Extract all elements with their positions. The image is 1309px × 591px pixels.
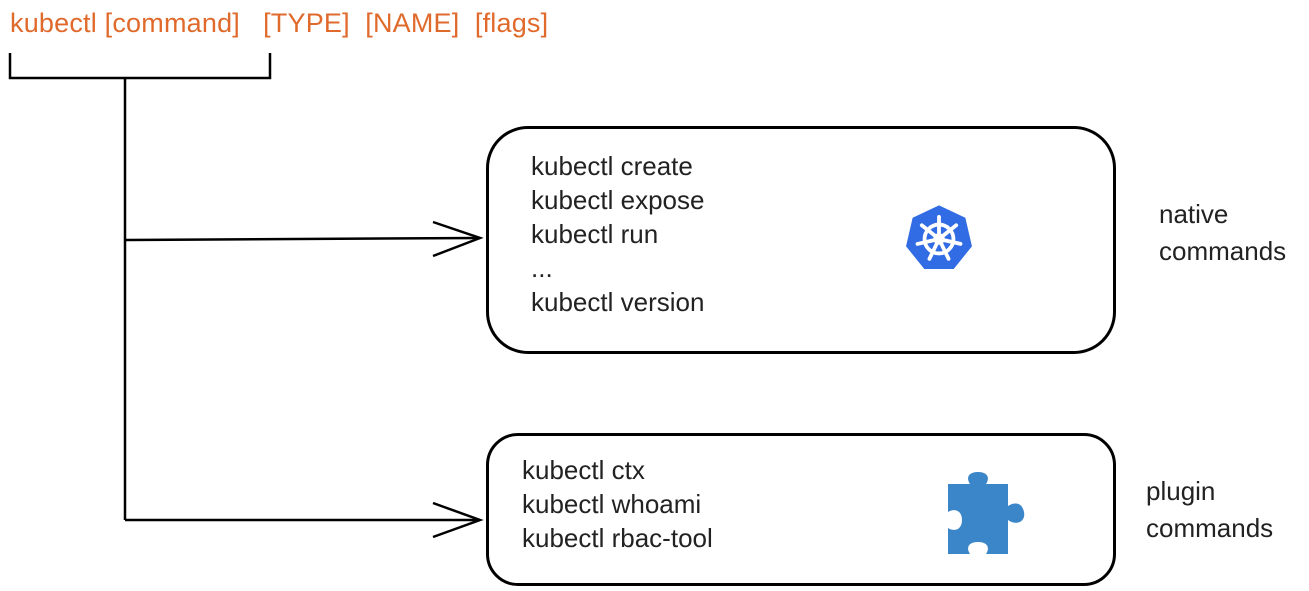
native-commands-box: kubectl create kubectl expose kubectl ru… [486,126,1116,354]
native-label-line1: native [1159,199,1229,229]
plugin-label-line2: commands [1146,513,1274,543]
native-command: kubectl version [531,287,705,317]
command-bracket [8,53,272,80]
plugin-commands-box: kubectl ctx kubectl whoami kubectl rbac-… [486,433,1116,586]
plugin-command: kubectl rbac-tool [522,523,713,553]
plugin-command: kubectl whoami [522,489,702,519]
native-command-list: kubectl create kubectl expose kubectl ru… [531,149,704,319]
plugin-commands-label: plugin commands [1146,473,1273,547]
native-arrow-shaft [124,236,481,242]
native-commands-label: native commands [1159,196,1286,270]
native-arrow-head [432,220,484,258]
native-command: kubectl expose [531,185,705,215]
plugin-arrow-head [432,501,484,539]
syntax-type: [TYPE] [263,8,350,38]
plugin-command-list: kubectl ctx kubectl whoami kubectl rbac-… [522,453,713,555]
puzzle-piece-icon [948,472,1025,554]
syntax-flags: [flags] [474,8,549,38]
kubernetes-helm-icon [903,202,975,272]
native-command: kubectl create [531,151,693,181]
native-command: kubectl run [531,219,659,249]
native-command-ellipsis: ... [531,253,553,283]
syntax-name: [NAME] [365,8,460,38]
kubectl-syntax: kubectl [command] [TYPE] [NAME] [flags] [10,8,548,39]
plugin-label-line1: plugin [1146,476,1216,506]
plugin-command: kubectl ctx [522,455,645,485]
native-label-line2: commands [1159,236,1287,266]
syntax-command: kubectl [command] [10,8,240,38]
